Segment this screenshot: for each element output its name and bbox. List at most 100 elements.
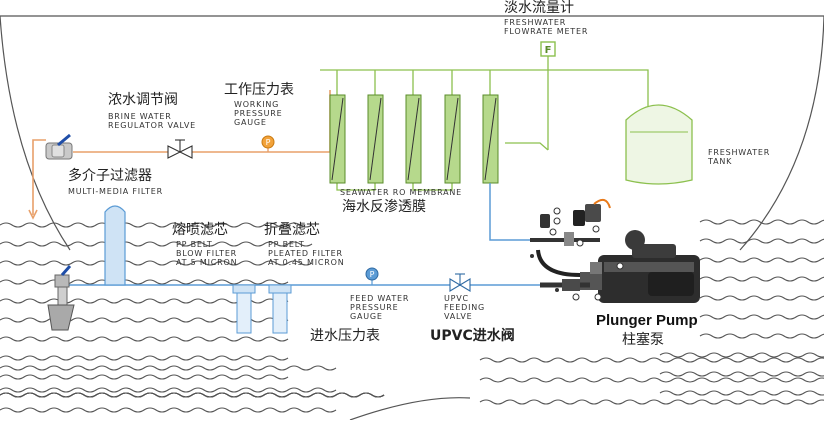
sea-wave (0, 355, 289, 361)
hull-right-curve (739, 15, 824, 251)
pleated-filter-label: 折叠滤芯 PP BELT PLEATED FILTER AT 0.45 MICR… (264, 222, 345, 268)
hull-left-curve (0, 15, 71, 251)
blow-filter-label-cn: 熔喷滤芯 (172, 222, 228, 238)
flowmeter-symbol: F (545, 45, 552, 56)
freshwater-pipe (490, 55, 649, 115)
sea-wave (479, 399, 824, 405)
sea-wave (699, 333, 824, 339)
brine-valve-label-en-1: BRINE WATER (108, 112, 172, 122)
membrane-label: SEAWATER RO MEMBRANE 海水反渗透膜 (340, 188, 462, 215)
working-gauge-symbol: P (266, 138, 271, 147)
pp-blow-filter (232, 284, 256, 334)
sea-wave (0, 260, 313, 266)
sea-wave (699, 238, 824, 244)
flowmeter-label: 淡水流量计 FRESHWATER FLOWRATE METER (504, 0, 588, 36)
working-gauge-label: 工作压力表 WORKING PRESSURE GAUGE (224, 82, 294, 128)
ro-membrane-line (331, 97, 344, 181)
flowmeter-label-en-1: FRESHWATER (504, 18, 567, 28)
working-gauge-label-en-2: PRESSURE (234, 109, 283, 119)
sea-wave (0, 365, 337, 371)
hull-bottom-curve (349, 397, 471, 421)
flowmeter-label-cn: 淡水流量计 (504, 0, 574, 16)
multimedia-filter-label-cn: 多介子过滤器 (68, 168, 152, 184)
sea-wave (0, 392, 385, 398)
working-pressure-gauge (261, 135, 275, 149)
feed-gauge-symbol: P (370, 270, 375, 279)
working-gauge-label-cn: 工作压力表 (224, 82, 294, 98)
plunger-pump-label-en: Plunger Pump (596, 312, 698, 329)
sea-wave (699, 219, 824, 225)
blow-filter-label-en-1: PP BELT (176, 240, 213, 250)
pleated-filter-label-en-3: AT 0.45 MICRON (268, 258, 345, 268)
sea-wave (699, 295, 824, 301)
feed-valve-label-en-2: FEEDING (444, 303, 486, 313)
high-pressure-pipe (489, 183, 530, 241)
feed-valve-label: UPVC FEEDING VALVE (444, 294, 485, 322)
freshwater-flowmeter (540, 41, 556, 57)
sea-wave (0, 222, 313, 228)
feed-valve-label-en-3: VALVE (444, 312, 473, 322)
pp-pleated-filter (268, 284, 292, 334)
feed-gauge-label-en-3: GAUGE (350, 312, 383, 322)
sea-wave (699, 314, 824, 320)
blow-filter-label-en-3: AT 5 MICRON (176, 258, 238, 268)
sea-waves (0, 219, 824, 413)
brine-outlet-arrow (28, 209, 38, 220)
freshwater-tank-label: FRESHWATER TANK (708, 148, 770, 166)
brine-valve-label-en-2: REGULATOR VALVE (108, 121, 196, 131)
freshwater-tank-label-en-2: TANK (708, 157, 733, 167)
multimedia-filter-label-en: MULTI-MEDIA FILTER (68, 187, 163, 197)
sea-wave (659, 352, 824, 358)
sea-wave (0, 336, 289, 342)
feed-pressure-gauge (365, 267, 379, 281)
multi-media-filter (104, 205, 126, 286)
pleated-filter-label-cn: 折叠滤芯 (264, 222, 320, 238)
plunger-pump-label-cn: 柱塞泵 (622, 332, 664, 348)
sea-wave (0, 407, 337, 413)
freshwater-tank (625, 104, 693, 185)
membrane-label-cn: 海水反渗透膜 (342, 199, 426, 216)
sea-intake-strainer (47, 265, 75, 331)
sea-wave (699, 276, 824, 282)
blow-filter-label: 熔喷滤芯 PP BELT BLOW FILTER AT 5 MICRON (172, 222, 237, 268)
pump-part-markers (549, 207, 624, 301)
sea-wave (0, 241, 313, 247)
feed-gauge-label-cn: 进水压力表 (310, 328, 380, 344)
sea-wave (479, 357, 824, 363)
flowmeter-label-en-2: FLOWRATE METER (504, 27, 589, 37)
feed-gauge-label-en-1: FEED WATER (350, 294, 410, 303)
ro-membrane-line (369, 97, 382, 181)
ro-membrane-line (484, 97, 497, 181)
membrane-bottom-connectors (336, 183, 453, 191)
membrane-top-manifold (320, 69, 491, 95)
freshwater-tank-label-en-1: FRESHWATER (708, 148, 771, 157)
multimedia-filter-label: 多介子过滤器 MULTI-MEDIA FILTER (68, 168, 163, 196)
pleated-filter-label-en-2: PLEATED FILTER (268, 249, 343, 259)
sea-wave (0, 374, 289, 380)
feed-valve-label-en-1: UPVC (444, 294, 469, 303)
brine-outlet-ball-valve[interactable] (45, 133, 73, 160)
feed-gauge-label: FEED WATER PRESSURE GAUGE (350, 294, 409, 322)
freshwater-link (505, 142, 549, 151)
sea-wave (0, 279, 289, 285)
sea-wave (479, 377, 824, 383)
brine-outlet-pipe (32, 139, 46, 215)
pleated-filter-label-en-1: PP BELT (268, 240, 305, 250)
brine-valve-label: 浓水调节阀 BRINE WATER REGULATOR VALVE (108, 92, 196, 130)
sea-wave (699, 257, 824, 263)
sea-wave (659, 371, 824, 377)
brine-valve-label-cn: 浓水调节阀 (108, 92, 178, 108)
blow-filter-label-en-2: BLOW FILTER (176, 249, 238, 259)
brine-regulator-valve[interactable] (167, 139, 193, 159)
feed-gauge-label-en-2: PRESSURE (350, 303, 399, 313)
ro-membrane-line (407, 97, 420, 181)
upvc-feeding-valve[interactable] (449, 273, 471, 292)
sea-wave (659, 390, 824, 396)
ro-membrane-line (446, 97, 459, 181)
membrane-label-en: SEAWATER RO MEMBRANE (340, 188, 463, 197)
feed-valve-label-cn: UPVC进水阀 (430, 328, 515, 344)
pump-manifold (530, 198, 611, 292)
sea-wave (0, 387, 337, 393)
